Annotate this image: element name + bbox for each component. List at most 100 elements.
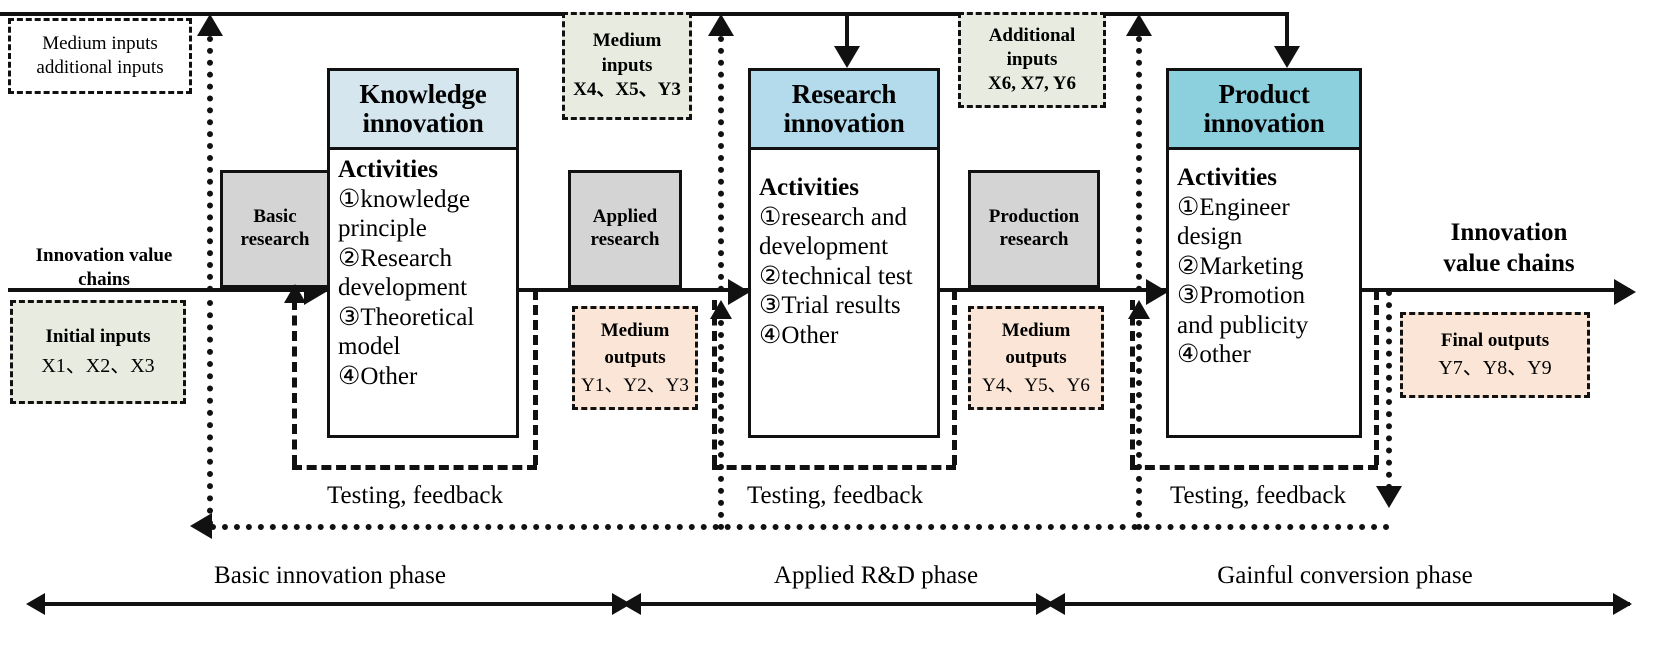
top-feed-product-line [1285,12,1289,50]
stage-body-knowledge: Activities ①knowledge principle ②Researc… [330,150,516,391]
feedback-loop-1-left [292,300,297,465]
applied-research-label: Applied research [590,206,660,250]
top-feed-research-arrow [834,46,860,68]
initial-inputs-values: X1、X2、X3 [41,355,155,378]
stage-title-product-line1: Product [1218,78,1310,109]
activities-label-product: Activities [1177,164,1277,191]
additional-inputs-box: Additional inputs X6, X7, Y6 [958,12,1106,108]
medium-outputs-2-line2: outputs [1005,347,1067,369]
stage-title-research-line1: Research [791,78,897,109]
applied-research-box: Applied research [568,170,682,288]
feedback-riser-2 [718,36,724,292]
stage-header-knowledge: Knowledge innovation [330,71,516,150]
stage-title-knowledge-line2: innovation [362,108,484,138]
initial-inputs-box: Initial inputs X1、X2、X3 [10,300,186,404]
top-feed-product-arrow [1274,46,1300,68]
top-left-note-line1: Medium inputs [42,33,158,55]
feedback-label-1: Testing, feedback [327,482,503,509]
activities-label-research: Activities [759,174,859,201]
medium-outputs-box-2: Medium outputs Y4、Y5、Y6 [968,306,1104,410]
production-research-label: Production research [988,206,1080,250]
phase-axis-1-arrow-left [26,593,45,615]
initial-inputs-label: Initial inputs [45,325,151,347]
value-chain-line-2 [518,288,750,292]
activities-list-research: ①research and development ②technical tes… [759,203,913,349]
activities-label-knowledge: Activities [338,156,438,183]
additional-inputs-line2: inputs [1006,48,1058,70]
stage-card-research[interactable]: Research innovation Activities ①research… [748,68,940,438]
basic-research-label: Basic research [240,206,310,250]
feedback-loop-1-bottom [292,465,537,470]
global-return-drop-arrow [1376,486,1402,508]
feedback-riser-3-lower [1136,320,1142,530]
production-research-box: Production research [968,170,1100,288]
activities-list-knowledge: ①knowledge principle ②Research developme… [338,185,475,390]
feedback-loop-2-right [952,290,957,465]
feedback-loop-3-bottom [1130,465,1378,470]
medium-outputs-1-line1: Medium [600,319,670,341]
stage-body-product: Activities ①Engineer design ②Marketing ③… [1169,150,1359,370]
global-return-line [210,524,1390,530]
feedback-riser-left [207,36,213,292]
phase-axis-2 [640,602,1053,606]
value-chain-line-4 [1360,288,1630,292]
final-outputs-label: Final outputs [1440,329,1550,351]
feedback-loop-1-right [533,290,538,465]
value-chain-arrow-3 [1146,279,1168,305]
top-left-note-box: Medium inputs additional inputs [8,18,192,94]
feedback-riser-2-lower [718,320,724,530]
medium-outputs-1-line2: outputs [604,347,666,369]
global-return-arrow [190,513,212,539]
value-chain-line-1 [8,288,328,292]
value-chain-line-3 [938,288,1166,292]
top-left-note-line2: additional inputs [36,57,164,78]
medium-outputs-1-values: Y1、Y2、Y3 [581,374,689,396]
final-outputs-box: Final outputs Y7、Y8、Y9 [1400,312,1590,398]
phase-label-3: Gainful conversion phase [1217,562,1473,589]
feedback-riser-2-arrow [708,14,734,36]
feedback-label-2: Testing, feedback [747,482,923,509]
additional-inputs-line1: Additional [988,24,1076,46]
basic-research-box: Basic research [220,170,330,288]
stage-title-product-line2: innovation [1203,108,1325,138]
stage-card-product[interactable]: Product innovation Activities ①Engineer … [1166,68,1362,438]
stage-header-product: Product innovation [1169,71,1359,150]
phase-label-2: Applied R&D phase [773,562,979,589]
phase-axis-3 [1064,602,1630,606]
medium-inputs-line2: inputs [601,54,653,76]
medium-outputs-2-line1: Medium [1001,319,1071,341]
feedback-label-3: Testing, feedback [1170,482,1346,509]
feedback-riser-3 [1136,36,1142,292]
top-feed-research-line [845,12,849,50]
feedback-riser-left-arrow [197,14,223,36]
phase-axis-2-arrow-left [622,593,641,615]
medium-inputs-box: Medium inputs X4、X5、Y3 [562,12,692,120]
value-chain-arrow-2 [728,279,750,305]
feedback-loop-2-left [712,300,717,465]
feedback-riser-3-arrow [1126,14,1152,36]
left-chain-label: Innovation value chains [35,245,173,290]
feedback-loop-3-left [1130,300,1135,465]
global-return-drop [1386,290,1392,490]
medium-inputs-values: X4、X5、Y3 [573,79,681,101]
final-outputs-values: Y7、Y8、Y9 [1438,357,1552,380]
stage-body-research: Activities ①research and development ②te… [751,150,937,350]
right-chain-label-line2: value chains [1443,249,1575,277]
stage-title-research-line2: innovation [783,108,905,138]
right-chain-label: Innovation value chains [1384,218,1634,279]
stage-card-knowledge[interactable]: Knowledge innovation Activities ①knowled… [327,68,519,438]
phase-axis-3-arrow-right [1613,593,1632,615]
value-chain-arrow-4 [1614,279,1636,305]
right-chain-label-line1: Innovation [1450,219,1568,246]
feedback-loop-3-right [1374,290,1379,465]
activities-list-product: ①Engineer design ②Marketing ③Promotion a… [1177,193,1309,369]
feedback-loop-2-bottom [712,465,956,470]
global-return-riser-left [207,300,213,526]
medium-inputs-line1: Medium [592,29,662,51]
stage-header-research: Research innovation [751,71,937,150]
phase-axis-3-arrow-left [1046,593,1065,615]
medium-outputs-box-1: Medium outputs Y1、Y2、Y3 [572,306,698,410]
stage-title-knowledge-line1: Knowledge [359,78,487,109]
phase-axis-1 [44,602,629,606]
